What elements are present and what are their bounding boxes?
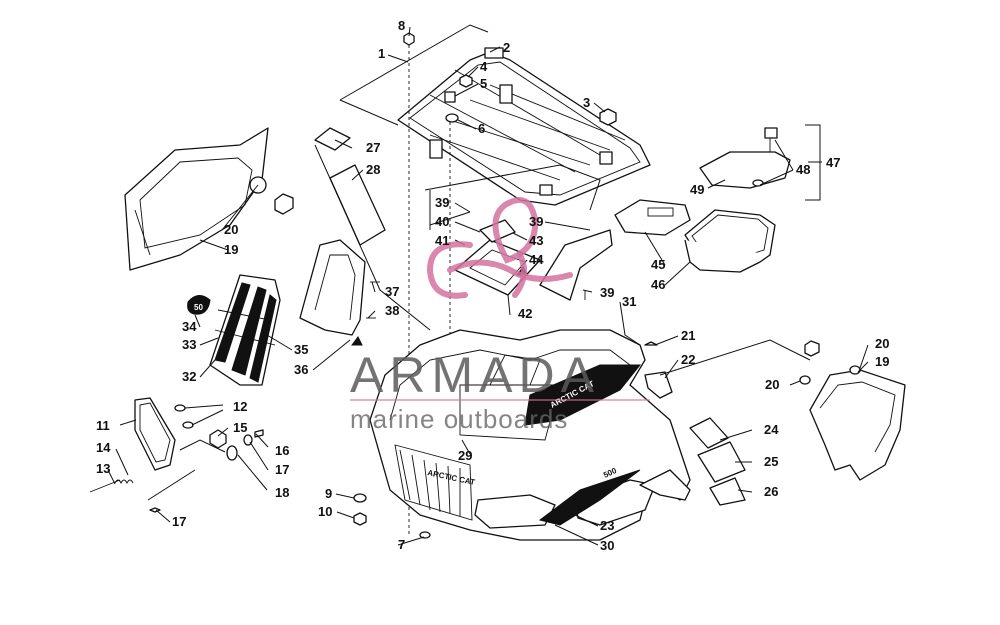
callout-26: 26 bbox=[764, 484, 778, 499]
callout-10: 10 bbox=[318, 504, 332, 519]
callout-48: 48 bbox=[796, 162, 810, 177]
right-side-panel bbox=[659, 339, 906, 481]
callout-19-left: 19 bbox=[224, 242, 238, 257]
callout-39-left: 39 bbox=[435, 195, 449, 210]
callout-32: 32 bbox=[182, 369, 196, 384]
callout-9: 9 bbox=[325, 486, 332, 501]
callout-40: 40 bbox=[435, 214, 449, 229]
callout-4: 4 bbox=[480, 59, 488, 74]
storage-box bbox=[684, 209, 776, 273]
callout-7: 7 bbox=[398, 537, 405, 552]
callout-34: 34 bbox=[182, 319, 197, 334]
callout-42: 42 bbox=[518, 306, 532, 321]
callout-45: 45 bbox=[651, 257, 665, 272]
callout-2: 2 bbox=[503, 40, 510, 55]
lower-fasteners bbox=[149, 341, 658, 539]
callout-17a: 17 bbox=[275, 462, 289, 477]
callout-11: 11 bbox=[96, 418, 110, 433]
callout-16: 16 bbox=[275, 443, 289, 458]
callout-12: 12 bbox=[233, 399, 247, 414]
callout-46: 46 bbox=[651, 277, 665, 292]
callout-39-lower: 39 bbox=[600, 285, 614, 300]
callout-18: 18 bbox=[275, 485, 289, 500]
watermark-logo-icon bbox=[426, 197, 573, 299]
watermark-title: ARMADA bbox=[350, 347, 600, 403]
callout-19-right: 19 bbox=[875, 354, 889, 369]
front-light-panel bbox=[89, 397, 264, 501]
badge-number: 50 bbox=[194, 303, 203, 312]
callout-20-lower: 20 bbox=[765, 377, 779, 392]
callout-27: 27 bbox=[366, 140, 380, 155]
callout-13: 13 bbox=[96, 461, 110, 476]
callout-28: 28 bbox=[366, 162, 380, 177]
callout-41: 41 bbox=[435, 233, 449, 248]
callout-47: 47 bbox=[826, 155, 840, 170]
callout-29: 29 bbox=[458, 448, 472, 463]
callout-17b: 17 bbox=[172, 514, 186, 529]
assembly-bracket-1 bbox=[339, 24, 601, 230]
storage-lid bbox=[614, 199, 691, 236]
callout-31: 31 bbox=[622, 294, 636, 309]
callout-14: 14 bbox=[96, 440, 111, 455]
watermark: ARMADA marine outboards bbox=[350, 197, 650, 434]
side-panel-graphic: 50 bbox=[187, 274, 281, 386]
callout-labels: 1 2 3 4 5 6 7 8 9 10 11 12 13 14 15 16 1… bbox=[96, 18, 889, 553]
callout-5: 5 bbox=[480, 76, 487, 91]
callout-23: 23 bbox=[600, 518, 614, 533]
callout-8: 8 bbox=[398, 18, 405, 33]
watermark-subtitle: marine outboards bbox=[350, 404, 568, 434]
callout-20-left: 20 bbox=[224, 222, 238, 237]
seat-latch-assembly bbox=[699, 124, 821, 201]
leader-lines bbox=[107, 26, 869, 546]
rear-bracket bbox=[539, 229, 613, 301]
inner-fender-panel bbox=[299, 239, 380, 346]
rear-rack bbox=[397, 47, 651, 206]
callout-36: 36 bbox=[294, 362, 308, 377]
left-side-panel bbox=[124, 127, 294, 271]
callout-15: 15 bbox=[233, 420, 247, 435]
decal-set-24-26 bbox=[689, 417, 746, 506]
callout-1: 1 bbox=[378, 46, 385, 61]
callout-43: 43 bbox=[529, 233, 543, 248]
callout-33: 33 bbox=[182, 337, 196, 352]
callout-38: 38 bbox=[385, 303, 399, 318]
callout-25: 25 bbox=[764, 454, 778, 469]
callout-3: 3 bbox=[583, 95, 590, 110]
callout-24: 24 bbox=[764, 422, 779, 437]
callout-21: 21 bbox=[681, 328, 695, 343]
callout-20-right: 20 bbox=[875, 336, 889, 351]
decal-28 bbox=[314, 144, 431, 331]
callout-35: 35 bbox=[294, 342, 308, 357]
front-body-panel: ARCTIC CAT ARCTIC CAT 500 bbox=[369, 329, 691, 541]
callout-37: 37 bbox=[385, 284, 399, 299]
callout-6: 6 bbox=[478, 121, 485, 136]
callout-22: 22 bbox=[681, 352, 695, 367]
callout-44: 44 bbox=[529, 252, 544, 267]
callout-30: 30 bbox=[600, 538, 614, 553]
callout-39-right: 39 bbox=[529, 214, 543, 229]
grille bbox=[394, 444, 473, 521]
decal-27 bbox=[314, 127, 351, 151]
callout-49: 49 bbox=[690, 182, 704, 197]
